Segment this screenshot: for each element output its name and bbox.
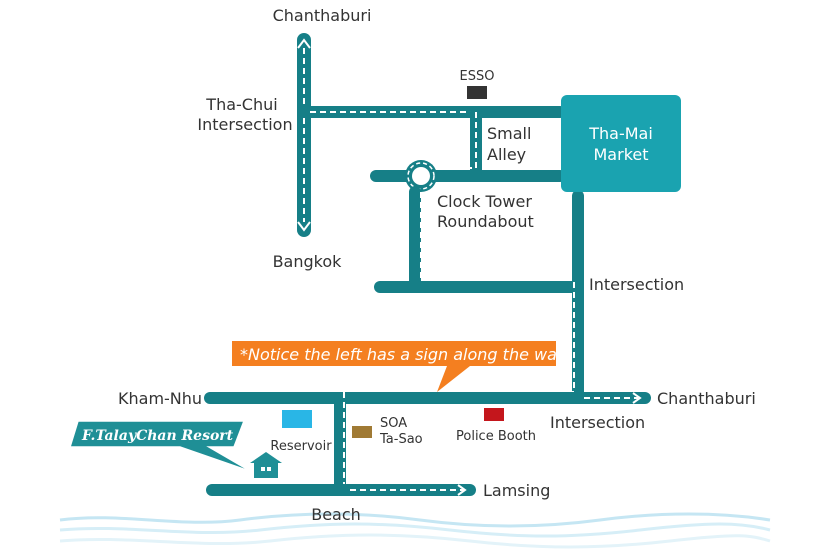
- notice-callout: *Notice the left has a sign along the wa…: [232, 341, 567, 392]
- label-tha-chui-intersection: Intersection: [197, 115, 292, 134]
- label-lamsing: Lamsing: [483, 481, 550, 500]
- police-booth: Police Booth: [456, 408, 536, 444]
- label-intersection-upper: Intersection: [589, 275, 684, 294]
- svg-text:Police Booth: Police Booth: [456, 429, 536, 444]
- label-intersection-lower: Intersection: [550, 413, 645, 432]
- reservoir: Reservoir: [270, 410, 332, 454]
- svg-text:F.TalayChan Resort: F.TalayChan Resort: [81, 428, 234, 444]
- label-north-chanthaburi: Chanthaburi: [273, 6, 372, 25]
- label-kham-nhu: Kham-Nhu: [118, 389, 202, 408]
- house-icon: [250, 452, 282, 478]
- label-alley: Alley: [487, 145, 526, 164]
- svg-text:Reservoir: Reservoir: [270, 439, 332, 454]
- label-clock-tower: Clock Tower: [437, 192, 532, 211]
- svg-text:ESSO: ESSO: [460, 69, 495, 84]
- sea-waves: [59, 512, 771, 549]
- road-small-alley: [436, 106, 482, 182]
- roundabout-icon: [405, 160, 437, 192]
- resort-banner: F.TalayChan Resort: [68, 420, 253, 473]
- esso-station: ESSO: [460, 69, 495, 99]
- svg-text:Tha-Mai: Tha-Mai: [588, 124, 653, 143]
- tha-mai-market: Tha-Mai Market: [561, 95, 681, 192]
- label-roundabout: Roundabout: [437, 212, 534, 231]
- label-east-chanthaburi: Chanthaburi: [657, 389, 756, 408]
- label-small: Small: [487, 124, 531, 143]
- east-arrow-icon: [632, 392, 642, 404]
- svg-text:*Notice the left has a sign al: *Notice the left has a sign along the wa…: [240, 345, 567, 364]
- svg-text:Market: Market: [594, 145, 649, 164]
- north-arrow-icon: [297, 38, 311, 49]
- svg-text:SOA: SOA: [380, 416, 407, 431]
- soa-ta-sao: SOA Ta-Sao: [352, 416, 423, 447]
- label-tha-chui: Tha-Chui: [205, 95, 277, 114]
- svg-text:Ta-Sao: Ta-Sao: [379, 432, 423, 447]
- label-beach: Beach: [311, 505, 361, 524]
- east-arrow-icon: [457, 484, 467, 496]
- south-arrow-icon: [297, 221, 311, 232]
- label-bangkok: Bangkok: [273, 252, 343, 271]
